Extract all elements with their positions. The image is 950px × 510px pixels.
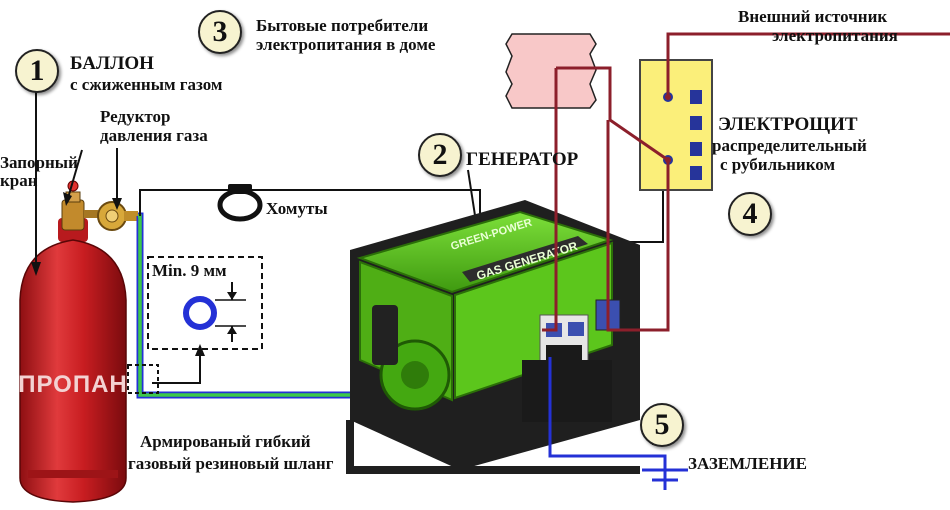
panel-label-line1: ЭЛЕКТРОЩИТ bbox=[718, 114, 858, 135]
cylinder-body bbox=[19, 239, 127, 503]
power-wire-nodes bbox=[665, 94, 671, 163]
external-source-label-line2: электропитания bbox=[772, 26, 898, 45]
valve-label-line1: Запорный bbox=[0, 153, 78, 172]
external-source-label-line1: Внешний источник bbox=[738, 7, 888, 26]
panel-label-line3: с рубильником bbox=[720, 155, 836, 174]
reducer-label-line2: давления газа bbox=[100, 126, 208, 145]
hose-clamp bbox=[217, 184, 263, 222]
valve-pipe bbox=[84, 210, 98, 218]
power-wires bbox=[542, 32, 950, 332]
badge-5: 5 bbox=[640, 403, 684, 447]
reducer-cap bbox=[105, 209, 119, 223]
valve-label-line2: кран bbox=[0, 171, 38, 190]
diameter-inset bbox=[127, 256, 263, 394]
cylinder-text: ПРОПАН bbox=[18, 371, 128, 398]
min-diameter-label: Min. 9 мм bbox=[152, 261, 227, 280]
consumers-box bbox=[505, 33, 597, 109]
clamps-label: Хомуты bbox=[266, 199, 328, 218]
balloon-subtitle-label: с сжиженным газом bbox=[70, 75, 223, 94]
hose-label-line1: Армированый гибкий bbox=[140, 432, 311, 451]
badge-1: 1 bbox=[15, 49, 59, 93]
reducer-label-line1: Редуктор bbox=[100, 107, 171, 126]
cylinder-ring bbox=[28, 470, 118, 478]
ground-wire bbox=[548, 357, 688, 490]
badge-2: 2 bbox=[418, 133, 462, 177]
badge-3: 3 bbox=[198, 10, 242, 54]
reducer-outlet bbox=[124, 211, 138, 221]
badge-4: 4 bbox=[728, 192, 772, 236]
shutoff-valve-body bbox=[61, 199, 85, 231]
valve-assembly bbox=[61, 180, 138, 231]
electrical-panel bbox=[639, 59, 713, 191]
panel-label-line2: распределительный bbox=[712, 136, 867, 155]
balloon-title-label: БАЛЛОН bbox=[70, 53, 154, 74]
generator: GREEN-POWER GAS GENERATOR bbox=[346, 200, 640, 474]
consumers-label-line1: Бытовые потребители bbox=[256, 16, 429, 35]
generator-label: ГЕНЕРАТОР bbox=[466, 149, 579, 170]
ground-label: ЗАЗЕМЛЕНИЕ bbox=[688, 454, 807, 473]
gas-cylinder: ПРОПАН bbox=[18, 218, 128, 503]
consumers-label-line2: электропитания в доме bbox=[256, 35, 436, 54]
hose-label-line2: газовый резиновый шланг bbox=[128, 454, 334, 473]
